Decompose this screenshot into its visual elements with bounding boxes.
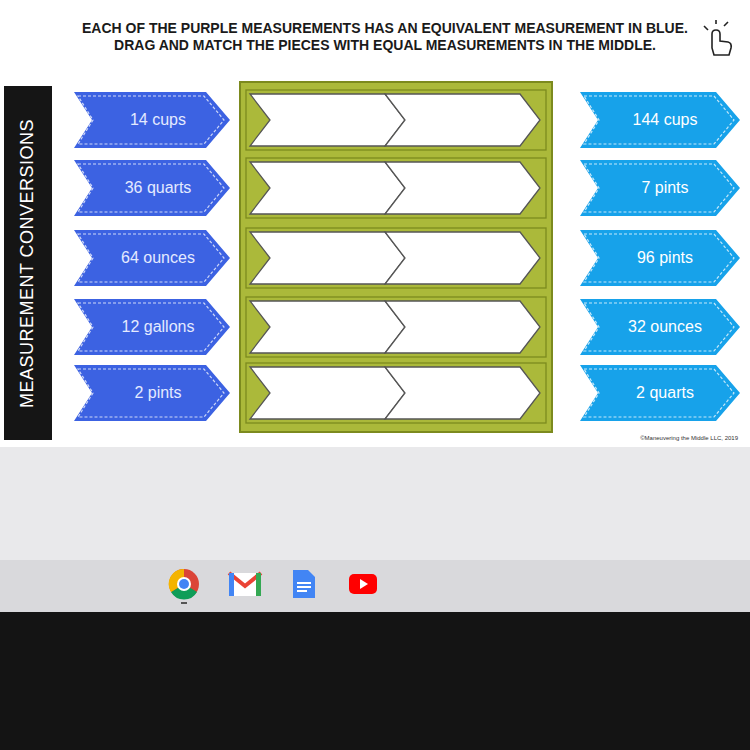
- measurement-text: 32 ounces: [628, 318, 702, 336]
- tap-icon: [704, 20, 731, 55]
- measurement-text: 14 cups: [130, 111, 186, 129]
- drop-slots: [246, 90, 546, 423]
- measurement-text: 96 pints: [637, 249, 693, 267]
- purple-piece: 14 cups: [74, 92, 230, 148]
- blue-piece: 2 quarts: [580, 365, 740, 421]
- youtube-icon: [349, 574, 377, 594]
- measurement-text: 144 cups: [633, 111, 698, 129]
- purple-piece: 64 ounces: [74, 230, 230, 286]
- blue-piece: 32 ounces: [580, 299, 740, 355]
- chrome-icon: [169, 569, 199, 604]
- purple-piece: 12 gallons: [74, 299, 230, 355]
- measurement-text: 7 pints: [641, 179, 688, 197]
- side-band: MEASUREMENT CONVERSIONS: [4, 86, 52, 440]
- copyright-note: ©Maneuvering the Middle LLC, 2019: [600, 435, 738, 441]
- measurement-text: 2 quarts: [636, 384, 694, 402]
- blue-piece: 144 cups: [580, 92, 740, 148]
- band-label: MEASUREMENT CONVERSIONS: [18, 118, 39, 407]
- screen-ground: [0, 447, 750, 560]
- docs-icon: [293, 570, 315, 598]
- measurement-text: 64 ounces: [121, 249, 195, 267]
- match-panel: [240, 82, 552, 432]
- measurement-text: 36 quarts: [125, 179, 192, 197]
- instruction-title: EACH OF THE PURPLE MEASUREMENTS HAS AN E…: [75, 20, 695, 54]
- blue-piece: 7 pints: [580, 160, 740, 216]
- blue-piece: 96 pints: [580, 230, 740, 286]
- purple-piece: 2 pints: [74, 365, 230, 421]
- measurement-text: 12 gallons: [122, 318, 195, 336]
- measurement-text: 2 pints: [134, 384, 181, 402]
- purple-piece: 36 quarts: [74, 160, 230, 216]
- gmail-icon: [229, 573, 261, 596]
